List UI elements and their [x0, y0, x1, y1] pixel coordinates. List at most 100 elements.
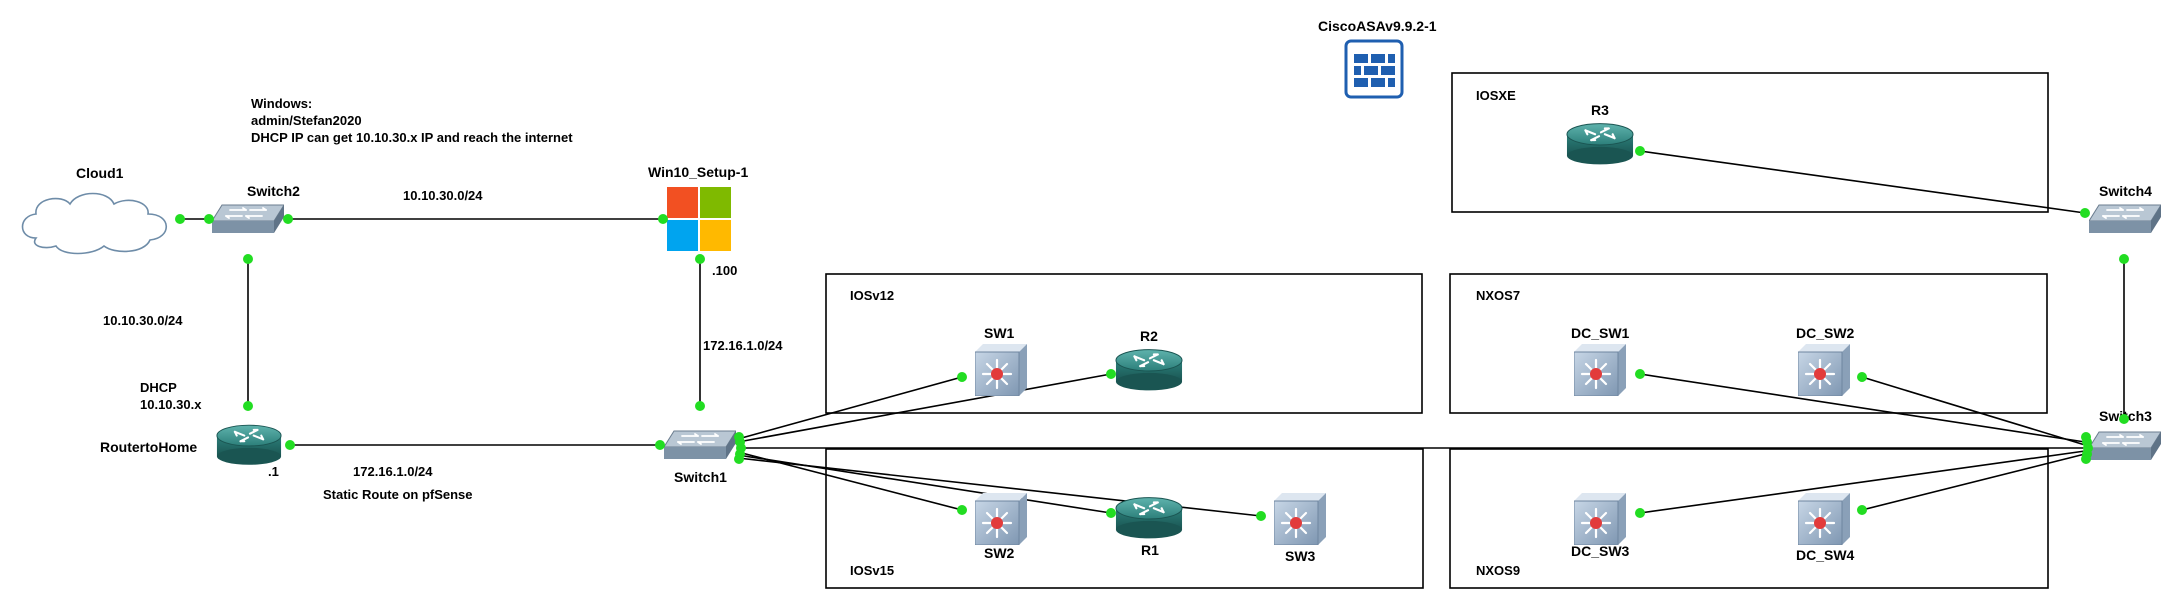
port-indicator	[1635, 508, 1645, 518]
port-indicator	[658, 214, 668, 224]
port-indicator	[175, 214, 185, 224]
windows-note-line: admin/Stefan2020	[251, 113, 362, 128]
dc-sw2-label: DC_SW2	[1796, 325, 1855, 341]
windows-note: Windows: admin/Stefan2020 DHCP IP can ge…	[251, 96, 573, 145]
group-label-nxos7: NXOS7	[1476, 288, 1520, 303]
router-ip-suffix: .1	[268, 464, 279, 479]
dc-sw4-node[interactable]: DC_SW4	[1796, 493, 1855, 563]
link-switch1-sw1[interactable]	[737, 376, 963, 440]
port-indicator	[285, 440, 295, 450]
port-indicator	[957, 372, 967, 382]
multilayer-switch-icon	[975, 344, 1027, 396]
sw1-label: SW1	[984, 325, 1015, 341]
switch-icon	[664, 430, 736, 460]
port-indicator	[204, 214, 214, 224]
multilayer-switch-icon	[1574, 344, 1626, 396]
link-dcsw4-switch3[interactable]	[1861, 453, 2086, 511]
router-home-label: RoutertoHome	[100, 439, 197, 455]
multilayer-switch-icon	[1798, 344, 1850, 396]
cloud-icon	[21, 192, 167, 255]
link-label-left: 10.10.30.0/24	[103, 313, 183, 328]
dc-sw1-node[interactable]: DC_SW1	[1571, 325, 1630, 396]
switch-icon	[2089, 431, 2161, 461]
group-nxos7-box	[1449, 273, 2048, 414]
r3-node[interactable]: R3	[1566, 102, 1634, 166]
sw2-node[interactable]: SW2	[975, 493, 1027, 561]
firewall-icon	[1344, 39, 1404, 99]
switch2-label: Switch2	[247, 183, 300, 199]
port-indicator	[1635, 146, 1645, 156]
port-indicator	[243, 254, 253, 264]
links	[180, 150, 2125, 517]
router-icon	[1115, 348, 1183, 392]
multilayer-switch-icon	[1798, 493, 1850, 545]
dc-sw2-node[interactable]: DC_SW2	[1796, 325, 1855, 396]
port-indicator	[2081, 454, 2091, 464]
dc-sw3-node[interactable]: DC_SW3	[1571, 493, 1630, 559]
dc-sw3-label: DC_SW3	[1571, 543, 1630, 559]
windows-note-line: DHCP IP can get 10.10.30.x IP and reach …	[251, 130, 573, 145]
link-r3-switch4[interactable]	[1639, 150, 2086, 214]
switch2-node[interactable]: Switch2	[212, 183, 300, 234]
cloud1-label: Cloud1	[76, 165, 124, 181]
switch-icon	[2089, 204, 2161, 234]
r1-label: R1	[1141, 542, 1159, 558]
link-label-vertical: 172.16.1.0/24	[703, 338, 783, 353]
r2-node[interactable]: R2	[1115, 328, 1183, 392]
win10-ip-suffix: .100	[712, 263, 737, 278]
port-indicator	[1857, 372, 1867, 382]
group-label-iosv12: IOSv12	[850, 288, 894, 303]
switch1-label: Switch1	[674, 469, 727, 485]
cloud1-node[interactable]: Cloud1	[21, 165, 167, 255]
win10-node[interactable]: Win10_Setup-1	[648, 164, 748, 251]
switch1-node[interactable]: Switch1	[664, 430, 736, 485]
multilayer-switch-icon	[975, 493, 1027, 545]
switch4-node[interactable]: Switch4	[2089, 183, 2161, 234]
win10-label: Win10_Setup-1	[648, 164, 748, 180]
windows-note-line: Windows:	[251, 96, 312, 111]
dc-sw1-label: DC_SW1	[1571, 325, 1630, 341]
group-label-nxos9: NXOS9	[1476, 563, 1520, 578]
sw3-node[interactable]: SW3	[1274, 493, 1326, 564]
sw1-node[interactable]: SW1	[975, 325, 1027, 396]
switch-icon	[212, 204, 284, 234]
port-indicator	[1106, 369, 1116, 379]
port-indicator	[1256, 511, 1266, 521]
link-switch1-r2[interactable]	[737, 373, 1112, 443]
port-indicator	[734, 454, 744, 464]
dhcp-note: 10.10.30.x	[140, 397, 202, 412]
port-indicator	[695, 401, 705, 411]
multilayer-switch-icon	[1274, 493, 1326, 545]
dhcp-note: DHCP	[140, 380, 177, 395]
sw2-label: SW2	[984, 545, 1015, 561]
port-indicator	[2119, 254, 2129, 264]
sw3-label: SW3	[1285, 548, 1316, 564]
port-indicators	[175, 146, 2129, 521]
router-home-node[interactable]: RoutertoHome	[100, 424, 282, 466]
group-iosv12-box	[825, 273, 1423, 414]
port-indicator	[655, 440, 665, 450]
link-label-top: 10.10.30.0/24	[403, 188, 483, 203]
link-dcsw1-switch3[interactable]	[1639, 373, 2086, 443]
r2-label: R2	[1140, 328, 1158, 344]
firewall-node[interactable]: CiscoASAv9.9.2-1	[1318, 18, 1437, 99]
port-indicator	[1857, 505, 1867, 515]
link-dcsw2-switch3[interactable]	[1861, 376, 2086, 446]
port-indicator	[283, 214, 293, 224]
group-nxos9-box	[1449, 448, 2049, 589]
port-indicator	[695, 254, 705, 264]
r3-label: R3	[1591, 102, 1609, 118]
windows-logo-icon	[667, 187, 731, 251]
switch4-label: Switch4	[2099, 183, 2152, 199]
group-label-iosxe: IOSXE	[1476, 88, 1516, 103]
port-indicator	[2119, 414, 2129, 424]
link-dcsw3-switch3[interactable]	[1639, 450, 2086, 514]
router-icon	[216, 424, 282, 466]
r1-node[interactable]: R1	[1115, 496, 1183, 558]
port-indicator	[2080, 208, 2090, 218]
port-indicator	[243, 401, 253, 411]
static-route-note: Static Route on pfSense	[323, 487, 473, 502]
multilayer-switch-icon	[1574, 493, 1626, 545]
group-iosxe-box	[1451, 72, 2049, 213]
